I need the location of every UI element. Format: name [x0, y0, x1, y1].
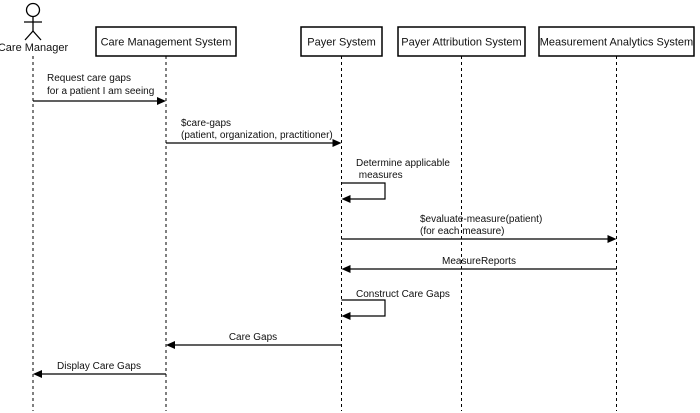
message-label-line: for a patient I am seeing	[47, 86, 154, 97]
message-care-gaps-response: Care Gaps	[166, 332, 342, 349]
stick-figure-icon	[24, 2, 42, 41]
participant-label: Care Management System	[101, 37, 232, 49]
participant-label: Payer Attribution System	[401, 37, 521, 49]
message-determine-applicable-measures: Determine applicable measures	[341, 158, 450, 203]
participant-care-management-system: Care Management System	[95, 26, 237, 57]
message-request-care-gaps: Request care gaps for a patient I am see…	[33, 73, 166, 105]
participant-payer-system: Payer System	[300, 26, 383, 57]
message-label-line: (patient, organization, practitioner)	[181, 130, 333, 141]
participant-label: Payer System	[307, 37, 375, 49]
message-label-line: Construct Care Gaps	[356, 289, 450, 300]
participant-payer-attribution-system: Payer Attribution System	[397, 26, 526, 57]
message-label-line: Determine applicable	[356, 158, 450, 169]
participant-label: Measurement Analytics System	[540, 37, 693, 49]
message-measure-reports: MeasureReports	[341, 256, 617, 273]
message-label-line: Display Care Gaps	[57, 361, 141, 372]
message-evaluate-measure: $evaluate-measure(patient) (for each mea…	[341, 214, 617, 243]
message-care-gaps-operation: $care-gaps (patient, organization, pract…	[166, 118, 342, 147]
message-label-line: (for each measure)	[420, 226, 504, 237]
participant-measurement-analytics-system: Measurement Analytics System	[538, 26, 695, 57]
message-construct-care-gaps: Construct Care Gaps	[341, 289, 450, 320]
message-label-line: Request care gaps	[47, 73, 131, 84]
care-manager-actor: Care Manager	[0, 2, 68, 54]
message-display-care-gaps: Display Care Gaps	[33, 361, 166, 378]
message-label-line: Care Gaps	[229, 332, 277, 343]
message-label-line: $care-gaps	[181, 118, 231, 129]
actor-label: Care Manager	[0, 42, 68, 54]
message-label-line: $evaluate-measure(patient)	[420, 214, 542, 225]
message-label-line: MeasureReports	[442, 256, 516, 267]
message-label-line: measures	[356, 170, 403, 181]
